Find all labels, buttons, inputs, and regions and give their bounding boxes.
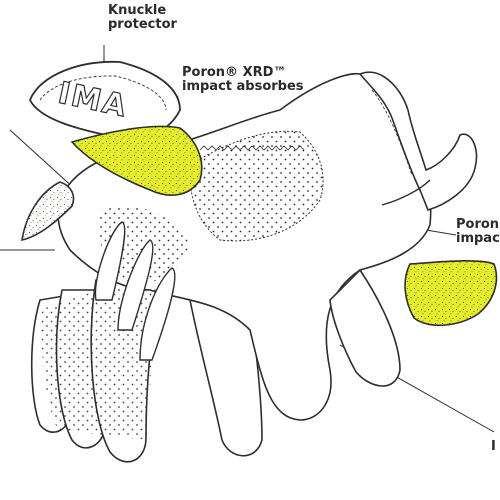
callout-poron-right-line2: impact (456, 231, 500, 246)
side-insert (21, 181, 75, 242)
callout-knuckle-line1: Knuckle (108, 3, 167, 18)
vent-slots (94, 221, 176, 361)
knuckle-protector: IMA (29, 60, 181, 140)
zigzag-stitch (199, 145, 305, 151)
finger-perforation (41, 288, 160, 440)
callout-poron-right-line1: Poron® (456, 217, 500, 232)
wrist-strap (358, 71, 478, 211)
callout-knuckle-line2: protector (108, 17, 177, 32)
back-perforation (189, 130, 324, 242)
strap-stitch (371, 89, 413, 176)
callout-knuckle-protector: Knuckle protector (108, 4, 177, 32)
callout-poron-top-line1: Poron® XRD™ (182, 65, 287, 80)
callout-lower-right-fragment: I (491, 439, 496, 454)
callout-poron-right: Poron® impact (456, 218, 500, 246)
poron-pads (70, 125, 498, 327)
glove-thumb (329, 268, 401, 387)
strap-loop (381, 179, 431, 206)
callout-poron-xrd: Poron® XRD™ impact absorbes (182, 66, 304, 94)
callout-poron-top-line2: impact absorbes (182, 79, 304, 94)
